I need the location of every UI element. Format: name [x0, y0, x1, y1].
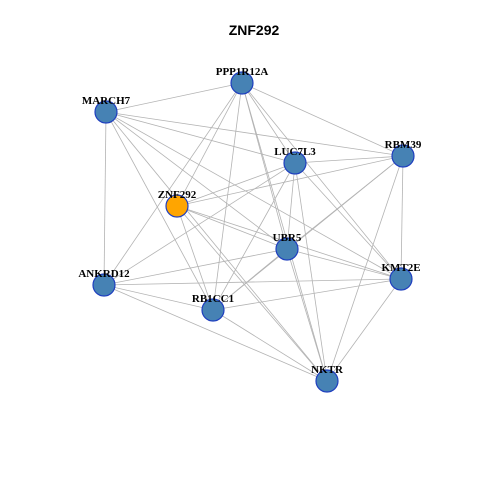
node-rb1cc1[interactable] [201, 298, 225, 322]
node-label-rb1cc1: RB1CC1 [192, 293, 234, 305]
edge-rb1cc1-nktr [212, 309, 328, 382]
node-znf292[interactable] [165, 194, 189, 218]
edge-ppp1r12a-znf292 [176, 82, 243, 207]
edge-march7-ankrd12 [103, 111, 107, 286]
node-label-ppp1r12a: PPP1R12A [216, 66, 269, 78]
edge-rbm39-kmt2e [400, 155, 404, 280]
edge-ppp1r12a-march7 [105, 82, 243, 113]
node-label-nktr: NKTR [311, 364, 344, 376]
node-kmt2e[interactable] [389, 267, 413, 291]
edge-ubr5-nktr [286, 248, 328, 382]
node-nktr[interactable] [315, 369, 339, 393]
edge-march7-luc7l3 [105, 111, 296, 164]
node-label-znf292: ZNF292 [158, 189, 197, 201]
edge-ubr5-ankrd12 [103, 248, 288, 286]
node-ppp1r12a[interactable] [230, 71, 254, 95]
node-label-ankrd12: ANKRD12 [78, 268, 130, 280]
edge-znf292-rb1cc1 [176, 205, 214, 311]
edge-znf292-ubr5 [176, 205, 288, 250]
edge-ppp1r12a-rbm39 [241, 82, 404, 157]
edge-march7-rb1cc1 [105, 111, 214, 311]
edge-ppp1r12a-nktr [241, 82, 328, 382]
node-ankrd12[interactable] [92, 273, 116, 297]
edge-ubr5-kmt2e [286, 248, 402, 280]
node-rbm39[interactable] [391, 144, 415, 168]
edge-ankrd12-rb1cc1 [103, 284, 214, 311]
edge-march7-ubr5 [105, 111, 288, 250]
edge-ppp1r12a-rb1cc1 [212, 82, 243, 311]
node-label-ubr5: UBR5 [273, 232, 302, 244]
edge-march7-rbm39 [105, 111, 404, 157]
node-luc7l3[interactable] [283, 151, 307, 175]
edge-march7-nktr [105, 111, 328, 382]
edge-rbm39-nktr [326, 155, 404, 382]
edge-luc7l3-kmt2e [294, 162, 402, 280]
edge-kmt2e-nktr [326, 278, 402, 382]
diagram-title: ZNF292 [229, 22, 280, 38]
edge-ppp1r12a-kmt2e [241, 82, 402, 280]
node-march7[interactable] [94, 100, 118, 124]
edge-luc7l3-rbm39 [294, 155, 404, 164]
node-ubr5[interactable] [275, 237, 299, 261]
edge-layer [103, 82, 404, 382]
edge-luc7l3-nktr [294, 162, 328, 382]
node-label-rbm39: RBM39 [385, 139, 422, 151]
edge-luc7l3-ubr5 [286, 162, 296, 250]
edge-rbm39-znf292 [176, 155, 404, 207]
node-label-kmt2e: KMT2E [381, 262, 420, 274]
edge-luc7l3-znf292 [176, 162, 296, 207]
edge-ubr5-rb1cc1 [212, 248, 288, 311]
edge-ankrd12-nktr [103, 284, 328, 382]
edge-march7-kmt2e [105, 111, 402, 280]
node-label-luc7l3: LUC7L3 [274, 146, 316, 158]
edge-ankrd12-kmt2e [103, 278, 402, 286]
node-layer [92, 71, 415, 393]
edge-ppp1r12a-ankrd12 [103, 82, 243, 286]
edge-luc7l3-ankrd12 [103, 162, 296, 286]
edge-rb1cc1-kmt2e [212, 278, 402, 311]
edge-ppp1r12a-luc7l3 [241, 82, 296, 164]
node-label-march7: MARCH7 [82, 95, 131, 107]
edge-znf292-nktr [176, 205, 328, 382]
